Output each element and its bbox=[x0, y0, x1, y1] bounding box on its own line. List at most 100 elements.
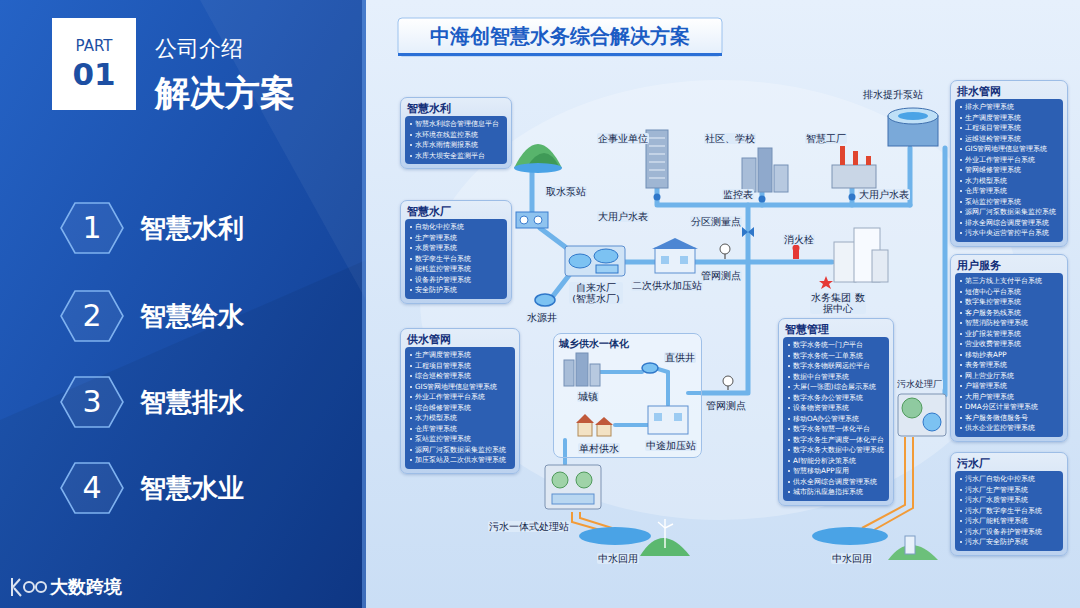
system-item: 排水户管理系统 bbox=[959, 102, 1060, 113]
chimney bbox=[866, 156, 871, 165]
tank bbox=[902, 398, 922, 418]
system-item: 污水厂安全防护系统 bbox=[959, 537, 1060, 548]
panel-heading: 用户服务 bbox=[955, 258, 1063, 273]
system-item: 综合巡检管理系统 bbox=[409, 371, 512, 382]
illustration-label: 城镇 bbox=[577, 391, 599, 402]
meter bbox=[654, 194, 661, 201]
roof bbox=[576, 414, 594, 423]
system-item: 第三方线上支付平台系统 bbox=[959, 276, 1060, 287]
building bbox=[774, 165, 788, 192]
system-item: 外业工作管理平台系统 bbox=[959, 155, 1060, 166]
system-item: 数字水务办公管理系统 bbox=[787, 393, 886, 404]
illustration-label: 中水回用 bbox=[597, 553, 639, 564]
system-item: 客户服务热线系统 bbox=[959, 308, 1060, 319]
system-item: 设备物资管理系统 bbox=[787, 403, 886, 414]
system-item: 营业收费管理系统 bbox=[959, 339, 1060, 350]
building bbox=[590, 364, 600, 386]
system-item: 大用户管理系统 bbox=[959, 392, 1060, 403]
sewage-station bbox=[545, 465, 601, 509]
system-item: 安全防护系统 bbox=[409, 285, 504, 296]
system-item: 数字水务统一门户平台 bbox=[787, 340, 886, 351]
pressure-station bbox=[655, 248, 695, 273]
water-pool bbox=[812, 527, 888, 545]
gauge bbox=[723, 376, 733, 386]
meter bbox=[759, 196, 766, 203]
system-panel: 供水管网生产调度管理系统工程项目管理系统综合巡检管理系统GIS管网地理信息管理系… bbox=[400, 328, 520, 474]
section-label: 解决方案 bbox=[155, 72, 295, 114]
panel-heading: 供水管网 bbox=[405, 332, 515, 347]
water-plant bbox=[565, 246, 625, 276]
system-item: 污水厂能耗管理系统 bbox=[959, 516, 1060, 527]
illustration-label: 直供井 bbox=[664, 352, 696, 363]
system-item: 网上营业厅系统 bbox=[959, 371, 1060, 382]
illustration-label: 监控表 bbox=[722, 189, 754, 200]
star bbox=[819, 276, 833, 289]
system-item: 智慧移动APP应用 bbox=[787, 466, 886, 477]
illustration-label: 企事业单位 bbox=[597, 133, 649, 144]
system-item: 污水厂自动化中控系统 bbox=[959, 474, 1060, 485]
system-list: 自动化中控系统生产管理系统水质管理系统数字孪生平台系统能耗监控管理系统设备养护管… bbox=[405, 219, 507, 299]
tank bbox=[576, 472, 592, 488]
system-item: 源网厂河泵数据采集监控系统 bbox=[959, 207, 1060, 218]
system-item: 数字水务大数据中心管理系统 bbox=[787, 445, 886, 456]
system-panel: 污水厂污水厂自动化中控系统污水厂生产管理系统污水厂水质管理系统污水厂数字孪生平台… bbox=[950, 452, 1068, 556]
well bbox=[642, 363, 658, 373]
system-item: 客户服务微信服务号 bbox=[959, 413, 1060, 424]
step-item: 4智慧水业 bbox=[60, 460, 340, 516]
system-item: 数字水务物联网远控平台 bbox=[787, 361, 886, 372]
lake bbox=[514, 163, 562, 173]
illustration-label: 排水提升泵站 bbox=[862, 89, 924, 100]
system-item: 数字水务统一工单系统 bbox=[787, 351, 886, 362]
window bbox=[674, 413, 682, 421]
chimney bbox=[840, 146, 845, 165]
gauge-stem bbox=[724, 254, 725, 259]
system-list: 数字水务统一门户平台数字水务统一工单系统数字水务物联网远控平台数据中台管理系统大… bbox=[783, 337, 889, 501]
roof bbox=[652, 238, 698, 249]
system-item: 表务管理系统 bbox=[959, 360, 1060, 371]
part-box: PART01 bbox=[52, 18, 136, 110]
tank bbox=[552, 472, 568, 488]
system-item: 污水厂数字孪生平台系统 bbox=[959, 506, 1060, 517]
illustration-label: 自来水厂 (智慧水厂) bbox=[569, 282, 623, 304]
step-label: 智慧水业 bbox=[140, 460, 244, 516]
system-item: 水环境在线监控系统 bbox=[409, 130, 504, 141]
system-item: 运维巡检管理系统 bbox=[959, 134, 1060, 145]
illustration-label: 水务集团 数据中心 bbox=[810, 292, 866, 314]
illustration-label: 取水泵站 bbox=[545, 186, 587, 197]
system-item: 数字孪生平台系统 bbox=[409, 254, 504, 265]
illustration-label: 单村供水 bbox=[578, 443, 620, 454]
step-label: 智慧排水 bbox=[140, 374, 244, 430]
system-item: 供水企业监控管理系统 bbox=[959, 423, 1060, 434]
tank-top bbox=[888, 108, 938, 124]
step-label: 智慧给水 bbox=[140, 288, 244, 344]
house bbox=[597, 424, 611, 436]
tank bbox=[520, 216, 528, 224]
system-item: GIS管网地理信息管理系统 bbox=[409, 382, 512, 393]
system-item: 加压泵站及二次供水管理系统 bbox=[409, 455, 512, 466]
meter bbox=[849, 194, 856, 201]
illustration-label: 中途加压站 bbox=[645, 440, 697, 451]
system-item: 水力模型系统 bbox=[959, 176, 1060, 187]
system-item: 管网维修管理系统 bbox=[959, 165, 1060, 176]
illustration-label: 智慧工厂 bbox=[805, 133, 847, 144]
data-center bbox=[872, 250, 888, 282]
title-banner bbox=[398, 18, 722, 56]
windows bbox=[649, 138, 665, 178]
illustration-label: 二次供水加压站 bbox=[631, 280, 703, 291]
system-item: 户籍管理系统 bbox=[959, 381, 1060, 392]
system-item: 污水厂设备养护管理系统 bbox=[959, 527, 1060, 538]
system-item: 仓库管理系统 bbox=[409, 424, 512, 435]
panel-heading: 智慧水利 bbox=[405, 101, 507, 116]
diagram-title: 中海创智慧水务综合解决方案 bbox=[400, 21, 720, 51]
system-item: 自动化中控系统 bbox=[409, 222, 504, 233]
well bbox=[535, 294, 555, 306]
tank bbox=[534, 216, 542, 224]
system-item: 工程项目管理系统 bbox=[409, 361, 512, 372]
tank bbox=[569, 254, 591, 268]
system-item: 设备养护管理系统 bbox=[409, 275, 504, 286]
panel-heading: 排水管网 bbox=[955, 84, 1063, 99]
window bbox=[680, 256, 688, 264]
part-number: 01 bbox=[72, 56, 115, 92]
system-item: 业扩报装管理系统 bbox=[959, 329, 1060, 340]
